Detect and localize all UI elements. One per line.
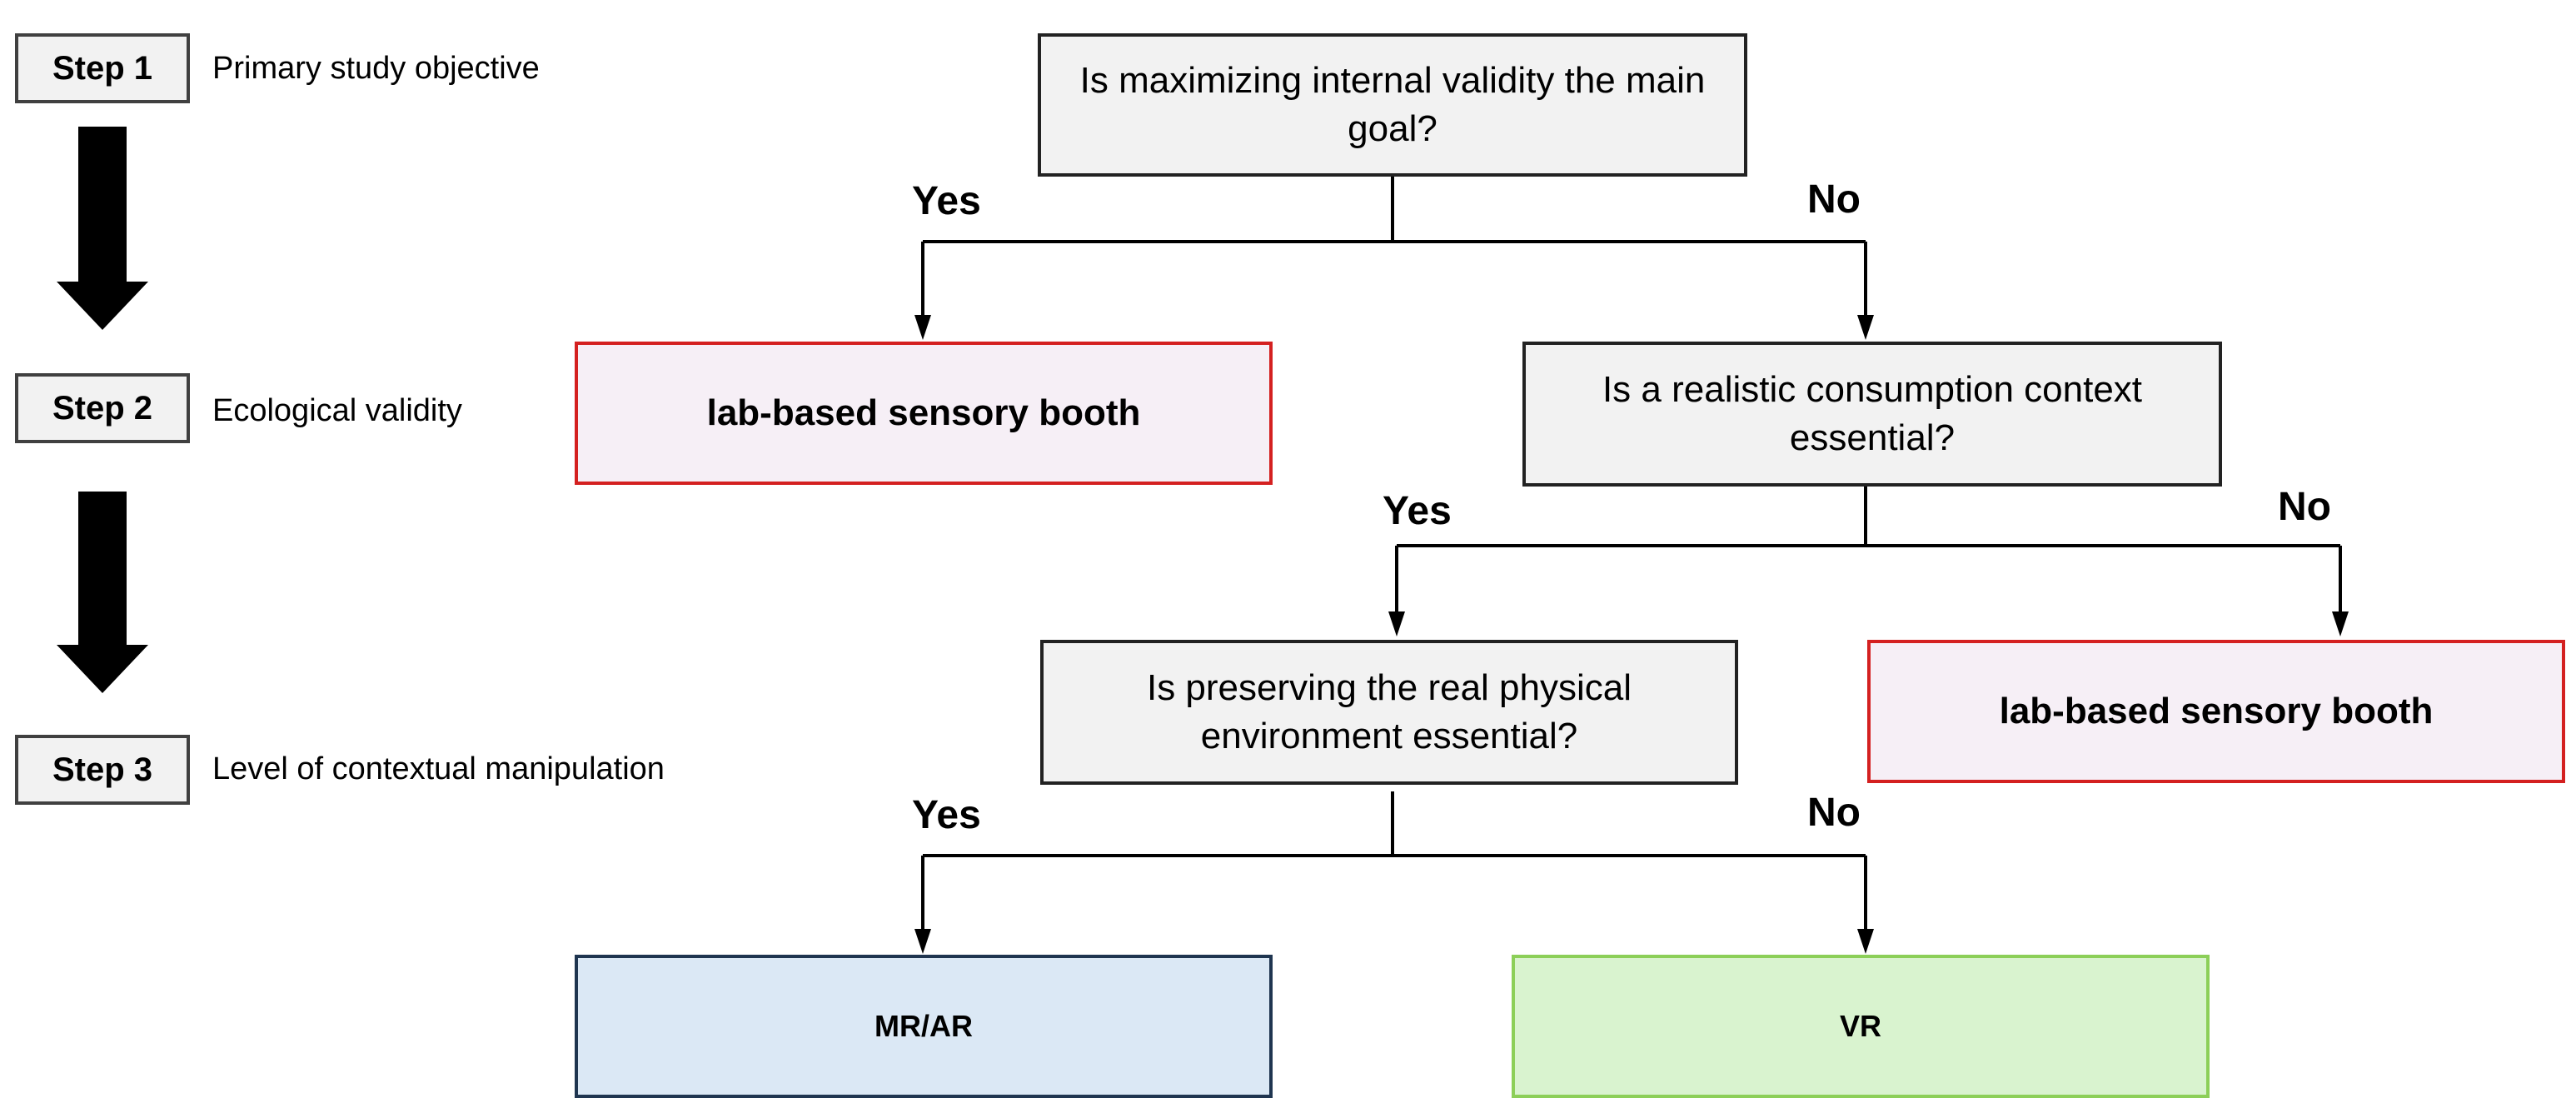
question-2-box: Is a realistic consumption context essen… [1522, 342, 2222, 487]
lab-booth-outcome-1: lab-based sensory booth [575, 342, 1273, 485]
arrow-head [914, 315, 931, 340]
step-2-box: Step 2 [15, 373, 190, 443]
step-1-label: Step 1 [52, 49, 153, 87]
q2-yes-label: Yes [1383, 489, 1452, 533]
arrow-head [1857, 315, 1874, 340]
step-3-box: Step 3 [15, 735, 190, 805]
vr-outcome: VR [1512, 955, 2210, 1098]
q2-no-label: No [2278, 485, 2331, 529]
arrow-head [2332, 611, 2349, 636]
step-1-box: Step 1 [15, 33, 190, 103]
step-3-description: Level of contextual manipulation [212, 751, 665, 786]
q3-yes-label: Yes [912, 793, 981, 837]
arrow-head [1857, 929, 1874, 954]
question-3-box: Is preserving the real physical environm… [1040, 640, 1738, 785]
q1-yes-label: Yes [912, 179, 981, 223]
step-1-description: Primary study objective [212, 51, 540, 86]
question-2-text: Is a realistic consumption context essen… [1602, 368, 2143, 458]
q1-no-label: No [1807, 177, 1861, 222]
step-down-arrow-icon [57, 492, 148, 693]
mr-ar-outcome-label: MR/AR [874, 1009, 973, 1043]
step-3-label: Step 3 [52, 751, 153, 788]
lab-booth-outcome-1-label: lab-based sensory booth [706, 392, 1141, 433]
step-2-description: Ecological validity [212, 393, 462, 428]
lab-booth-outcome-2-label: lab-based sensory booth [1999, 691, 2434, 731]
vr-outcome-label: VR [1839, 1009, 1881, 1043]
arrow-head [914, 929, 931, 954]
question-3-text: Is preserving the real physical environm… [1146, 666, 1632, 756]
arrow-head [1388, 611, 1405, 636]
q3-no-label: No [1807, 791, 1861, 835]
question-1-box: Is maximizing internal validity the main… [1038, 33, 1747, 177]
step-down-arrow-icon [57, 127, 148, 330]
question-1-text: Is maximizing internal validity the main… [1079, 59, 1706, 149]
step-2-label: Step 2 [52, 389, 153, 427]
lab-booth-outcome-2: lab-based sensory booth [1867, 640, 2565, 783]
mr-ar-outcome: MR/AR [575, 955, 1273, 1098]
